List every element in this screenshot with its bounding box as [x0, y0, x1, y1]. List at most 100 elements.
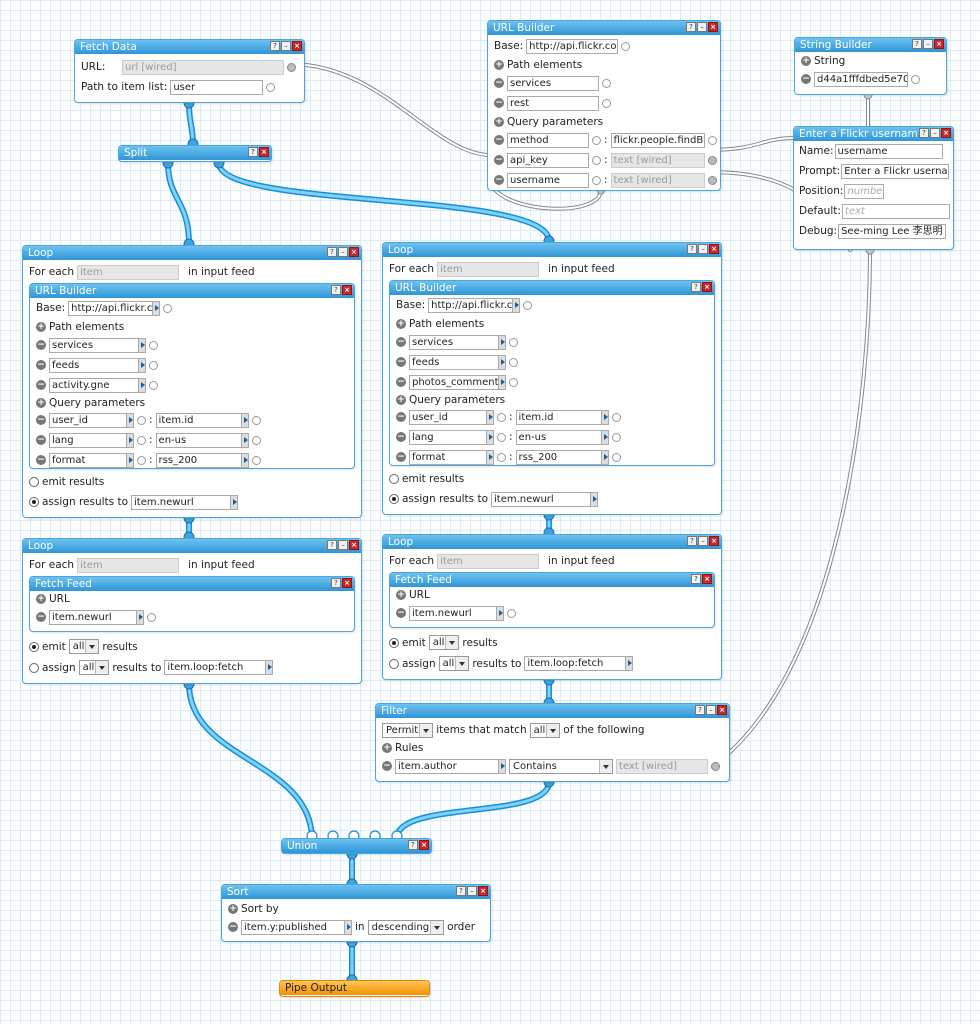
- param-key[interactable]: user_id: [49, 412, 127, 428]
- minimize-icon[interactable]: –: [281, 41, 291, 51]
- minimize-icon[interactable]: –: [698, 536, 708, 546]
- value-terminal[interactable]: [251, 435, 261, 445]
- assign-input[interactable]: item.loop:fetch: [164, 660, 267, 675]
- split-header[interactable]: Split ?×: [119, 146, 271, 160]
- dropdown-arrow-icon[interactable]: [486, 429, 494, 445]
- close-icon[interactable]: ×: [941, 128, 951, 138]
- loop-header[interactable]: Loop ?–×: [383, 243, 721, 257]
- fetch-feed-inner[interactable]: Fetch Feed ?× +URL −item.newurl: [389, 572, 715, 628]
- value-terminal[interactable]: [707, 135, 717, 145]
- remove-param-icon[interactable]: −: [36, 415, 46, 425]
- path-input[interactable]: photos_comments: [409, 374, 499, 390]
- path-input[interactable]: rest: [507, 95, 599, 111]
- remove-param-icon[interactable]: −: [36, 455, 46, 465]
- param-key[interactable]: format: [49, 452, 127, 468]
- help-icon[interactable]: ?: [686, 22, 696, 32]
- param-value[interactable]: item.id: [155, 412, 242, 428]
- rule-operator-select[interactable]: Contains: [509, 758, 613, 774]
- base-terminal[interactable]: [621, 41, 631, 51]
- key-terminal[interactable]: [497, 452, 506, 462]
- close-icon[interactable]: ×: [419, 840, 429, 850]
- sort-header[interactable]: Sort ?–×: [222, 885, 490, 899]
- path-input[interactable]: user: [170, 79, 264, 95]
- param-key[interactable]: lang: [409, 429, 487, 445]
- fetch-data-module[interactable]: Fetch Data ?–× URL:url [wired] Path to i…: [74, 39, 305, 103]
- for-each-input[interactable]: item: [77, 557, 180, 573]
- dropdown-arrow-icon[interactable]: [498, 758, 506, 774]
- remove-path-icon[interactable]: −: [396, 377, 406, 387]
- dropdown-arrow-icon[interactable]: [230, 494, 239, 510]
- union-module[interactable]: Union ?×: [281, 838, 432, 854]
- path-input[interactable]: feeds: [409, 354, 499, 370]
- remove-sort-icon[interactable]: −: [228, 922, 238, 932]
- path-input[interactable]: services: [409, 334, 499, 350]
- dropdown-arrow-icon[interactable]: [126, 412, 134, 428]
- key-terminal[interactable]: [592, 175, 601, 185]
- user-input-header[interactable]: Enter a Flickr usernam ?–×: [794, 127, 953, 141]
- help-icon[interactable]: ?: [912, 39, 922, 49]
- path-terminal[interactable]: [509, 377, 518, 387]
- url-builder-header[interactable]: URL Builder ?×: [390, 281, 714, 295]
- fetch-feed-header[interactable]: Fetch Feed ?×: [390, 573, 714, 587]
- dropdown-arrow-icon[interactable]: [498, 374, 506, 390]
- value-terminal[interactable]: [611, 452, 621, 462]
- key-terminal[interactable]: [137, 435, 146, 445]
- key-terminal[interactable]: [592, 135, 601, 145]
- help-icon[interactable]: ?: [695, 705, 705, 715]
- value-terminal[interactable]: [611, 432, 621, 442]
- key-terminal[interactable]: [592, 155, 601, 165]
- assign-input[interactable]: item.newurl: [131, 494, 232, 510]
- add-param-icon[interactable]: +: [494, 116, 504, 127]
- dropdown-arrow-icon[interactable]: [512, 297, 521, 313]
- close-icon[interactable]: ×: [342, 578, 352, 588]
- dropdown-arrow-icon[interactable]: [126, 432, 134, 448]
- value-terminal[interactable]: [611, 412, 621, 422]
- key-terminal[interactable]: [137, 415, 146, 425]
- debug-input[interactable]: See-ming Lee 李思明 :: [838, 223, 947, 239]
- add-url-icon[interactable]: +: [396, 590, 406, 600]
- close-icon[interactable]: ×: [708, 22, 718, 32]
- param-value[interactable]: rss_200: [515, 449, 602, 465]
- param-key[interactable]: format: [409, 449, 487, 465]
- fetch-feed-inner[interactable]: Fetch Feed ?× +URL −item.newurl: [29, 576, 355, 632]
- close-icon[interactable]: ×: [342, 285, 352, 295]
- minimize-icon[interactable]: –: [930, 128, 940, 138]
- path-terminal[interactable]: [266, 82, 276, 92]
- dropdown-arrow-icon[interactable]: [265, 660, 274, 675]
- close-icon[interactable]: ×: [292, 41, 302, 51]
- remove-path-icon[interactable]: −: [494, 78, 504, 88]
- param-value[interactable]: flickr.people.findByU: [610, 132, 705, 148]
- minimize-icon[interactable]: –: [698, 244, 708, 254]
- close-icon[interactable]: ×: [259, 147, 269, 157]
- dropdown-arrow-icon[interactable]: [152, 300, 161, 316]
- fetch-data-header[interactable]: Fetch Data ?–×: [75, 40, 304, 54]
- assign-results-radio[interactable]: [29, 497, 39, 507]
- path-input[interactable]: activity.gne: [49, 377, 139, 393]
- rule-terminal[interactable]: [711, 761, 720, 771]
- url-builder-top-module[interactable]: URL Builder ?–× Base:http://api.flickr.c…: [487, 20, 721, 191]
- remove-path-icon[interactable]: −: [396, 357, 406, 367]
- dropdown-arrow-icon[interactable]: [498, 334, 506, 350]
- help-icon[interactable]: ?: [270, 41, 280, 51]
- order-select[interactable]: descending: [367, 919, 445, 935]
- remove-param-icon[interactable]: −: [494, 155, 504, 165]
- value-terminal[interactable]: [251, 415, 261, 425]
- help-icon[interactable]: ?: [691, 574, 701, 584]
- close-icon[interactable]: ×: [934, 39, 944, 49]
- for-each-input[interactable]: item: [437, 553, 540, 569]
- dropdown-arrow-icon[interactable]: [498, 354, 506, 370]
- permit-select[interactable]: Permit: [382, 722, 434, 738]
- path-input[interactable]: services: [49, 337, 139, 353]
- close-icon[interactable]: ×: [702, 282, 712, 292]
- emit-radio[interactable]: [389, 637, 399, 648]
- url-builder-header[interactable]: URL Builder ?×: [30, 284, 354, 298]
- close-icon[interactable]: ×: [709, 244, 719, 254]
- close-icon[interactable]: ×: [349, 540, 359, 550]
- loop-header[interactable]: Loop ?–×: [23, 539, 361, 553]
- emit-radio[interactable]: [29, 641, 39, 652]
- string-builder-module[interactable]: String Builder ?–× +String −d44a1fffdbed…: [794, 37, 947, 95]
- remove-path-icon[interactable]: −: [396, 337, 406, 347]
